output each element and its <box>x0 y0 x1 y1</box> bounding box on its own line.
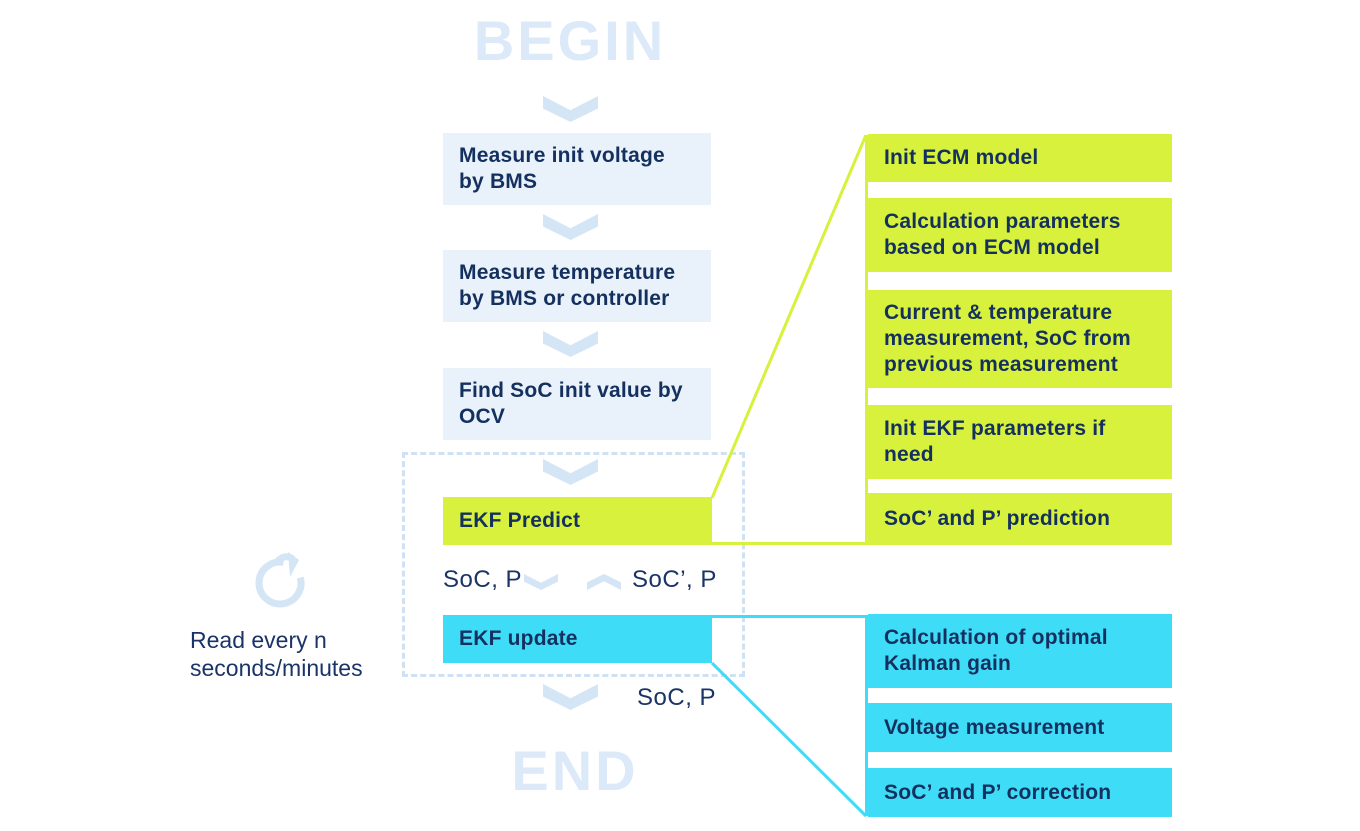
update-detail-correction: SoC’ and P’ correction <box>868 768 1172 817</box>
loop-region-dashed-border <box>402 452 745 677</box>
state-label-soc-p-prime: SoC’, P <box>632 566 717 593</box>
step-find-soc-init: Find SoC init value by OCV <box>443 368 711 440</box>
predict-detail-init-ecm: Init ECM model <box>868 134 1172 182</box>
update-connector-lines <box>710 615 869 818</box>
predict-detail-prediction: SoC’ and P’ prediction <box>868 493 1172 545</box>
begin-title: BEGIN <box>473 9 667 72</box>
predict-detail-init-ekf: Init EKF parameters if need <box>868 405 1172 479</box>
step-measure-init-voltage: Measure init voltage by BMS <box>443 133 711 205</box>
predict-detail-calc-params: Calculation parameters based on ECM mode… <box>868 198 1172 272</box>
predict-detail-current-temp: Current & temperature measurement, SoC f… <box>868 290 1172 388</box>
loop-refresh-icon <box>250 550 312 619</box>
state-label-soc-p-out: SoC, P <box>637 684 717 711</box>
update-detail-kalman-gain: Calculation of optimal Kalman gain <box>868 614 1172 688</box>
end-title: END <box>511 739 639 802</box>
predict-connector-lines <box>710 134 869 545</box>
step-measure-temperature: Measure temperature by BMS or controller <box>443 250 711 322</box>
loop-note-label: Read every n seconds/minutes <box>190 627 363 681</box>
ekf-predict-box: EKF Predict <box>443 497 712 545</box>
state-label-soc-p: SoC, P <box>443 566 523 593</box>
update-detail-voltage: Voltage measurement <box>868 703 1172 752</box>
ekf-update-box: EKF update <box>443 615 712 663</box>
